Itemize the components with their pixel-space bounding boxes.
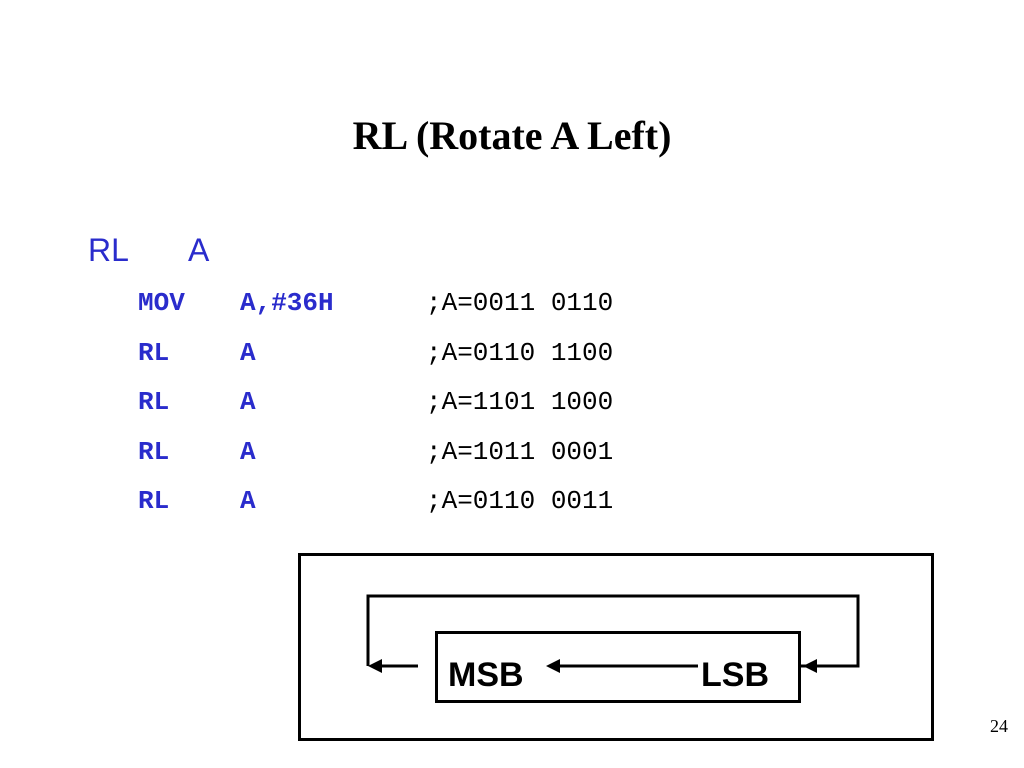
code-operand: A [240,338,256,368]
code-operand: A [240,387,256,417]
code-mnemonic: RL [138,437,170,467]
slide-title: RL (Rotate A Left) [352,113,672,158]
instruction-syntax: RL A [88,230,209,270]
code-mnemonic: MOV [138,288,185,318]
code-operand: A [240,437,256,467]
carry-loop-line [366,594,860,668]
code-comment: ;A=0110 1100 [426,338,614,368]
code-operand: A,#36H [240,288,334,318]
code-mnemonic: RL [138,486,170,516]
code-mnemonic: RL [138,387,170,417]
page-number: 24 [990,716,1008,736]
rotate-diagram [366,594,860,673]
code-mnemonic: RL [138,338,170,368]
code-operand: A [240,486,256,516]
rotate-diagram-frame [298,553,934,741]
syntax-operand: A [188,232,210,268]
code-comment: ;A=1011 0001 [426,437,614,467]
loop-left-arrow-icon [368,659,382,673]
msb-label: MSB [448,656,524,694]
code-comment: ;A=0110 0011 [426,486,614,516]
loop-right-arrow-icon [803,659,817,673]
lsb-label: LSB [701,656,769,694]
code-comment: ;A=0011 0110 [426,288,614,318]
syntax-mnemonic: RL [88,232,129,268]
lsb-to-msb-arrow-icon [546,659,560,673]
code-comment: ;A=1101 1000 [426,387,614,417]
accumulator-register-box [435,631,801,703]
